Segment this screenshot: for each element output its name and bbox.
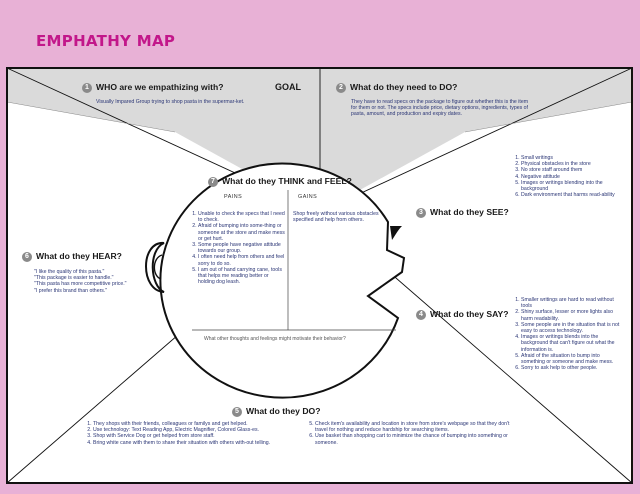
do-heading: 5 What do they DO? <box>232 406 320 417</box>
see-heading-text: What do they SEE? <box>430 207 509 217</box>
list-item: Check item's availability and location i… <box>315 421 516 433</box>
gains-text: Shop freely without various obstacles sp… <box>293 211 379 224</box>
list-item: Afraid of bumping into some-thing or som… <box>198 223 285 242</box>
quote-item: "This package is easier to handle." <box>34 275 114 282</box>
list-item: Sorry to ask help to other people. <box>521 365 624 371</box>
section-number: 5 <box>232 407 242 417</box>
do-list-right: Check item's availability and location i… <box>306 421 516 446</box>
list-item: Small writings <box>521 155 622 161</box>
list-item: Bring white cane with them to share thei… <box>93 440 284 446</box>
list-item: Afraid of the situation to bump into som… <box>521 353 624 365</box>
hear-heading: 6 What do they HEAR? <box>22 251 122 262</box>
goal-area <box>7 68 632 212</box>
page-title: EMPHATHY MAP <box>36 32 176 50</box>
list-item: Images or writings blending into the bac… <box>521 180 622 192</box>
goal-boundary <box>6 101 176 133</box>
list-item: Some people are in the situation that is… <box>521 322 624 334</box>
section-number: 7 <box>208 177 218 187</box>
hear-heading-text: What do they HEAR? <box>36 251 122 261</box>
list-item: No store staff around them <box>521 167 622 173</box>
list-item: Dark environment that harms read-ability <box>521 192 622 198</box>
see-list: Small writings Physical obstacles in the… <box>512 155 622 198</box>
diagonal-top-right <box>319 67 633 213</box>
list-item: Smaller writings are hard to read withou… <box>521 297 624 309</box>
who-heading-text: WHO are we empathizing with? <box>96 82 224 92</box>
head-outline <box>159 162 406 399</box>
list-item: I am out of hand carrying cane, tools th… <box>198 267 285 286</box>
list-item: Use technology: Text Reading App, Electr… <box>93 427 284 433</box>
who-heading: 1 WHO are we empathizing with? <box>82 82 223 93</box>
think-heading-text: What do they THINK and FEEL? <box>222 176 352 186</box>
ear-inner <box>153 254 163 280</box>
list-item: Some people have negative attitude towar… <box>198 242 285 254</box>
quote-item: "I prefer this brand than others." <box>34 287 108 294</box>
section-number: 1 <box>82 83 92 93</box>
list-item: Shiny surface, lesser or more lights als… <box>521 309 624 321</box>
ear-shape <box>145 241 165 293</box>
think-footer: What other thoughts and feelings might m… <box>204 336 346 342</box>
section-number: 6 <box>22 252 32 262</box>
quote-item: "This pasta has more competitive price." <box>34 281 127 288</box>
say-heading-text: What do they SAY? <box>430 309 509 319</box>
pains-label: PAINS <box>224 194 243 200</box>
see-heading: 3 What do they SEE? <box>416 207 509 218</box>
do-heading-text: What do they DO? <box>246 406 321 416</box>
list-item: Shop with Service Dog or get helped from… <box>93 433 284 439</box>
do-list-left: They shops with their friends, colleague… <box>84 421 284 446</box>
need-heading-text: What do they need to DO? <box>350 82 458 92</box>
section-number: 3 <box>416 208 426 218</box>
quote-item: "I like the quality of this pasta." <box>34 269 105 275</box>
list-item: They shops with their friends, colleague… <box>93 421 284 427</box>
pains-list: Unable to check the specs that I need to… <box>189 211 285 285</box>
eye-mark <box>390 226 402 240</box>
goal-boundary-right <box>464 101 633 133</box>
hear-quotes: "I like the quality of this pasta." "Thi… <box>34 269 136 294</box>
list-item: I often need help from others and feel s… <box>198 254 285 266</box>
list-item: Unable to check the specs that I need to… <box>198 211 285 223</box>
section-number: 4 <box>416 310 426 320</box>
who-text: Visually Impared Group trying to shop pa… <box>96 99 245 105</box>
need-text: They have to read specs on the package t… <box>351 99 529 118</box>
goal-label: GOAL <box>275 82 301 92</box>
say-heading: 4 What do they SAY? <box>416 309 508 320</box>
say-list: Smaller writings are hard to read withou… <box>512 297 624 371</box>
think-heading: 7 What do they THINK and FEEL? <box>208 176 352 187</box>
need-heading: 2 What do they need to DO? <box>336 82 457 93</box>
list-item: Use basket than shopping cart to minimiz… <box>315 433 516 445</box>
board-frame <box>6 67 633 484</box>
section-number: 2 <box>336 83 346 93</box>
list-item: Images or writings blends into the backg… <box>521 334 624 353</box>
list-item: Physical obstacles in the store <box>521 161 622 167</box>
gains-label: GAINS <box>298 194 318 200</box>
list-item: Negative attitude <box>521 174 622 180</box>
